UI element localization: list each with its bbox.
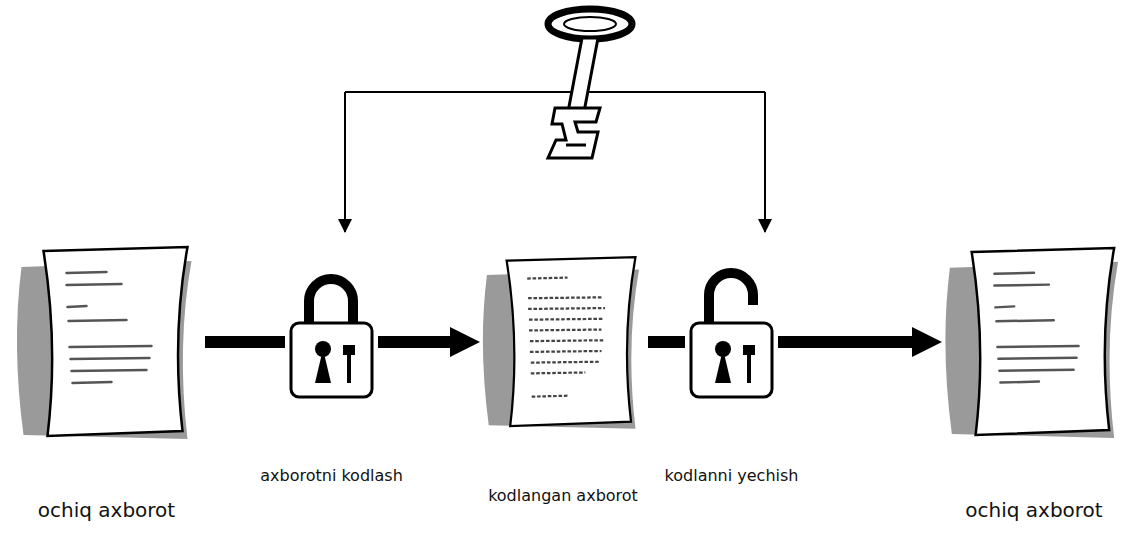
flow-arrow bbox=[205, 336, 285, 348]
lock-node: kodlanni yechish bbox=[685, 265, 778, 400]
document-pictures bbox=[17, 247, 1118, 439]
flow-arrow bbox=[778, 336, 920, 348]
node-label: kodlanni yechish bbox=[665, 466, 799, 485]
lock-pictures bbox=[291, 273, 772, 397]
node-label: kodlangan axborot bbox=[488, 486, 638, 505]
lock-node: axborotni kodlash bbox=[285, 265, 378, 400]
document-node: kodlangan axborot bbox=[478, 245, 648, 440]
key-picture bbox=[548, 9, 632, 158]
flow-arrow bbox=[378, 336, 458, 348]
document-node: ochiq axborot bbox=[940, 245, 1128, 440]
node-label: axborotni kodlash bbox=[260, 466, 403, 485]
key-bracket bbox=[345, 92, 765, 232]
node-label: ochiq axborot bbox=[38, 498, 175, 522]
document-node: ochiq axborot bbox=[8, 245, 205, 440]
flow-arrow bbox=[648, 336, 685, 348]
node-label: ochiq axborot bbox=[965, 498, 1102, 522]
